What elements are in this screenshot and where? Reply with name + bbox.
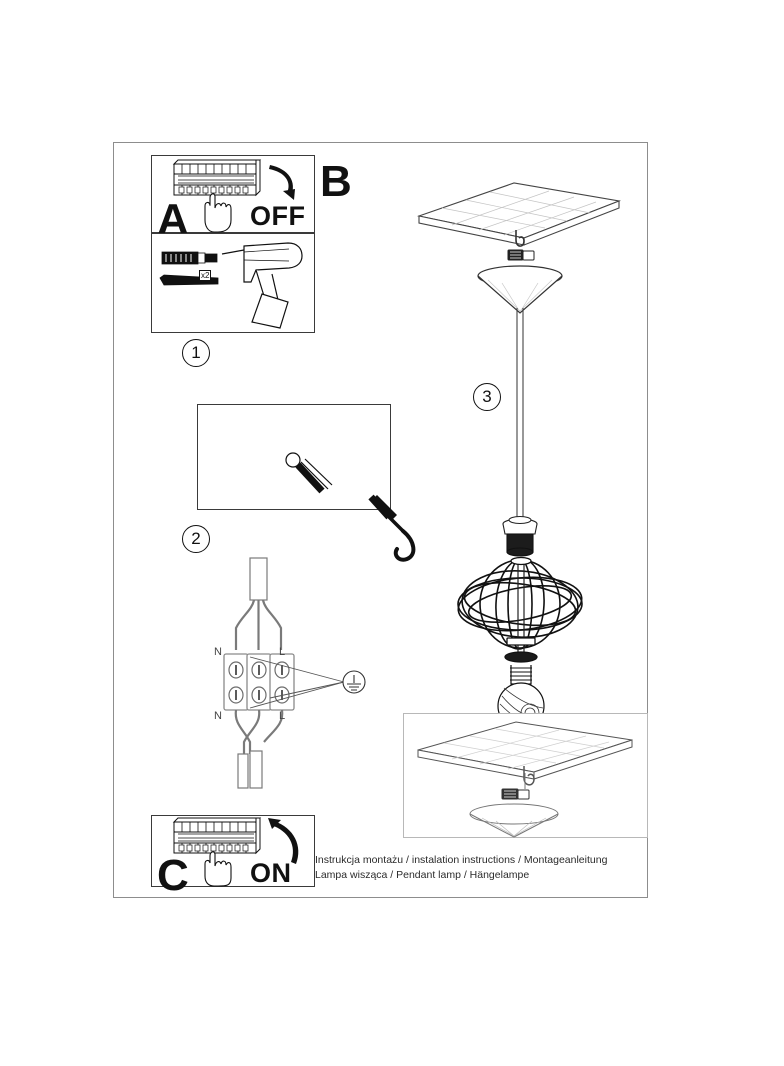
- terminal-block-wiring-illustration: [223, 557, 366, 789]
- breaker-on-illustration: [172, 817, 299, 887]
- section-c-action-word: ON: [250, 858, 292, 888]
- cable-clamp-icon: [507, 249, 535, 261]
- instruction-sheet-page: A OFF: [113, 142, 648, 898]
- curved-arrow-up-icon: [268, 818, 299, 864]
- earth-ground-icon: [342, 670, 366, 694]
- step-number-2: 2: [182, 525, 210, 553]
- quantity-badge-x2: x2: [199, 270, 212, 281]
- suspension-cable: [516, 308, 524, 521]
- lamp-cage-shade-icon: [457, 558, 583, 650]
- panel-c-breaker-on: C ON: [151, 815, 315, 898]
- cable-clamp-icon: [501, 788, 530, 800]
- hand-pointing-icon: [204, 851, 232, 887]
- lamp-canopy-icon: [477, 265, 563, 314]
- ceiling-hook-icon: [368, 494, 416, 562]
- breaker-off-illustration: [172, 159, 295, 233]
- wall-plug-icon: [161, 251, 218, 265]
- section-b-letter: B: [320, 157, 352, 206]
- terminal-label-top-l: L: [279, 646, 286, 658]
- drill-illustration: [159, 242, 303, 329]
- caption-block: Instrukcja montażu / instalation instruc…: [315, 853, 607, 883]
- ceiling-mount-detail-illustration: [417, 721, 633, 838]
- panel-a-breaker-off: A OFF: [151, 155, 315, 242]
- lamp-holder-icon: [502, 515, 538, 557]
- terminal-label-top-n: N: [214, 646, 222, 658]
- caption-line-2: Lampa wisząca / Pendant lamp / Hängelamp…: [315, 869, 530, 881]
- panel-hook-detail: [197, 404, 391, 510]
- caption-line-1: Instrukcja montażu / instalation instruc…: [315, 854, 608, 866]
- hook-screw-illustration: [285, 452, 333, 494]
- terminal-label-bottom-l: L: [279, 710, 286, 722]
- step-number-3: 3: [473, 383, 501, 411]
- pendant-lamp-illustration: [416, 182, 622, 730]
- panel-step-1-drill: x2: [151, 233, 315, 333]
- step-number-1: 1: [182, 339, 210, 367]
- curved-arrow-down-icon: [269, 165, 295, 200]
- ceiling-surface-icon: [416, 182, 622, 246]
- section-c-letter: C: [157, 851, 189, 900]
- terminal-label-bottom-n: N: [214, 710, 222, 722]
- ceiling-hook-icon: [515, 230, 525, 247]
- panel-ceiling-detail: [403, 713, 648, 838]
- section-a-action-word: OFF: [250, 201, 306, 231]
- hand-pointing-icon: [204, 193, 232, 233]
- power-drill-icon: [221, 242, 303, 329]
